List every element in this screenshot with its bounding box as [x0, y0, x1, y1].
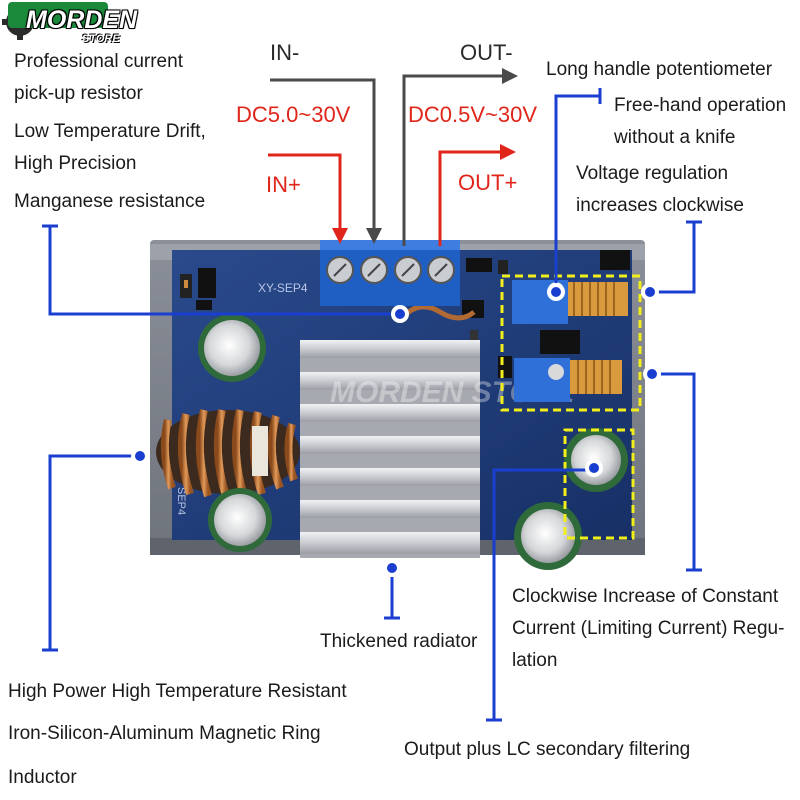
annotation-voltage-1: Voltage regulation: [576, 163, 729, 184]
label-out-voltage: DC0.5V~30V: [408, 102, 538, 127]
annotation-manganese: Manganese resistance: [14, 191, 206, 212]
callout-lines: [42, 88, 702, 722]
label-out-minus: OUT-: [460, 40, 513, 65]
capacitor-right-bottom: [514, 502, 582, 570]
callout-dots: [131, 283, 661, 577]
annotation-filter: Output plus LC secondary filtering: [404, 739, 691, 760]
capacitor-bottom-left: [208, 488, 272, 552]
label-out-plus: OUT+: [458, 170, 518, 195]
annotation-drift-2: High Precision: [14, 153, 137, 174]
logo-gear-icon: [2, 2, 108, 40]
label-in-plus: IN+: [266, 172, 301, 197]
arrow-out-plus: [438, 144, 516, 246]
annotation-current-resistor-2: pick-up resistor: [14, 83, 143, 104]
annotation-inductor-3: Inductor: [8, 767, 77, 788]
logo-brand: MORDEN: [26, 6, 138, 34]
highlight-potentiometers: [500, 274, 642, 412]
heatsink: [300, 340, 480, 558]
silkscreen-top: XY-SEP4: [258, 281, 308, 295]
potentiometer-current: [514, 358, 622, 402]
silkscreen-bottom: SEP4: [175, 487, 187, 515]
annotation-pot-title: Long handle potentiometer: [546, 59, 773, 80]
annotation-pot-line1: Free-hand operation: [614, 95, 787, 116]
terminal-block: [320, 240, 460, 306]
annotation-drift-1: Low Temperature Drift,: [14, 121, 206, 142]
label-in-voltage: DC5.0~30V: [236, 102, 351, 127]
annotation-current-reg-2: Current (Limiting Current) Regu-: [512, 618, 785, 639]
annotation-current-reg-1: Clockwise Increase of Constant: [512, 586, 779, 607]
annotation-inductor-1: High Power High Temperature Resistant: [8, 681, 347, 702]
annotation-current-resistor-1: Professional current: [14, 51, 183, 72]
label-in-minus: IN-: [270, 40, 300, 65]
arrow-in-plus: [268, 153, 348, 244]
logo-sub: STORE: [82, 33, 120, 45]
annotation-inductor-2: Iron-Silicon-Aluminum Magnetic Ring: [8, 723, 321, 744]
potentiometer-voltage: [512, 280, 628, 324]
annotation-voltage-2: increases clockwise: [576, 195, 744, 216]
inductor: [156, 409, 300, 498]
capacitor-top-left: [198, 314, 266, 382]
arrow-in-minus: [270, 78, 382, 244]
arrow-out-minus: [402, 68, 518, 246]
annotation-radiator: Thickened radiator: [320, 631, 478, 652]
highlight-output-filter: [563, 428, 635, 540]
annotation-current-reg-3: lation: [512, 650, 558, 671]
annotation-pot-line2: without a knife: [614, 127, 736, 148]
